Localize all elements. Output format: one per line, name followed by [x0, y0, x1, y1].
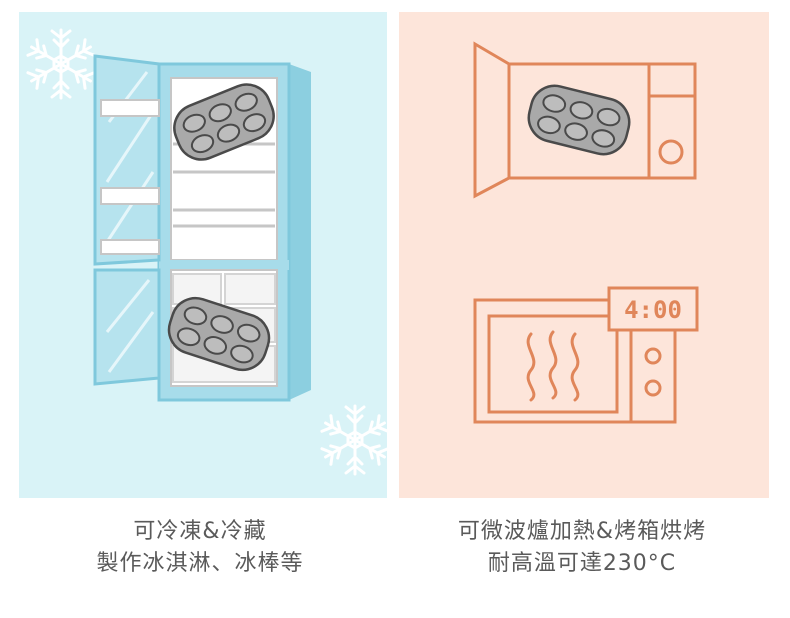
hot-caption: 可微波爐加熱&烤箱烘烤 耐高溫可達230°C — [392, 516, 772, 580]
oven-timer-display: 4:00 — [624, 296, 682, 324]
microwave-icon — [473, 41, 697, 199]
cold-caption-line2: 製作冰淇淋、冰棒等 — [96, 551, 304, 576]
cold-panel — [19, 12, 387, 498]
snowflake-icon — [319, 404, 387, 476]
muffin-tray-icon — [167, 296, 271, 372]
cold-caption: 可冷凍&冷藏 製作冰淇淋、冰棒等 — [10, 516, 390, 580]
snowflake-icon — [25, 28, 97, 100]
hot-caption-line2: 耐高溫可達230°C — [487, 551, 677, 576]
hot-caption-line1: 可微波爐加熱&烤箱烘烤 — [457, 519, 707, 544]
heat-waves-icon — [526, 330, 580, 402]
hot-panel: 4:00 — [399, 12, 769, 498]
fridge-illustration — [25, 28, 387, 476]
muffin-tray-icon — [527, 84, 631, 156]
cold-caption-line1: 可冷凍&冷藏 — [133, 519, 267, 544]
muffin-tray-icon — [173, 83, 275, 161]
appliance-illustration: 4:00 — [473, 41, 699, 424]
oven-icon — [473, 286, 699, 424]
